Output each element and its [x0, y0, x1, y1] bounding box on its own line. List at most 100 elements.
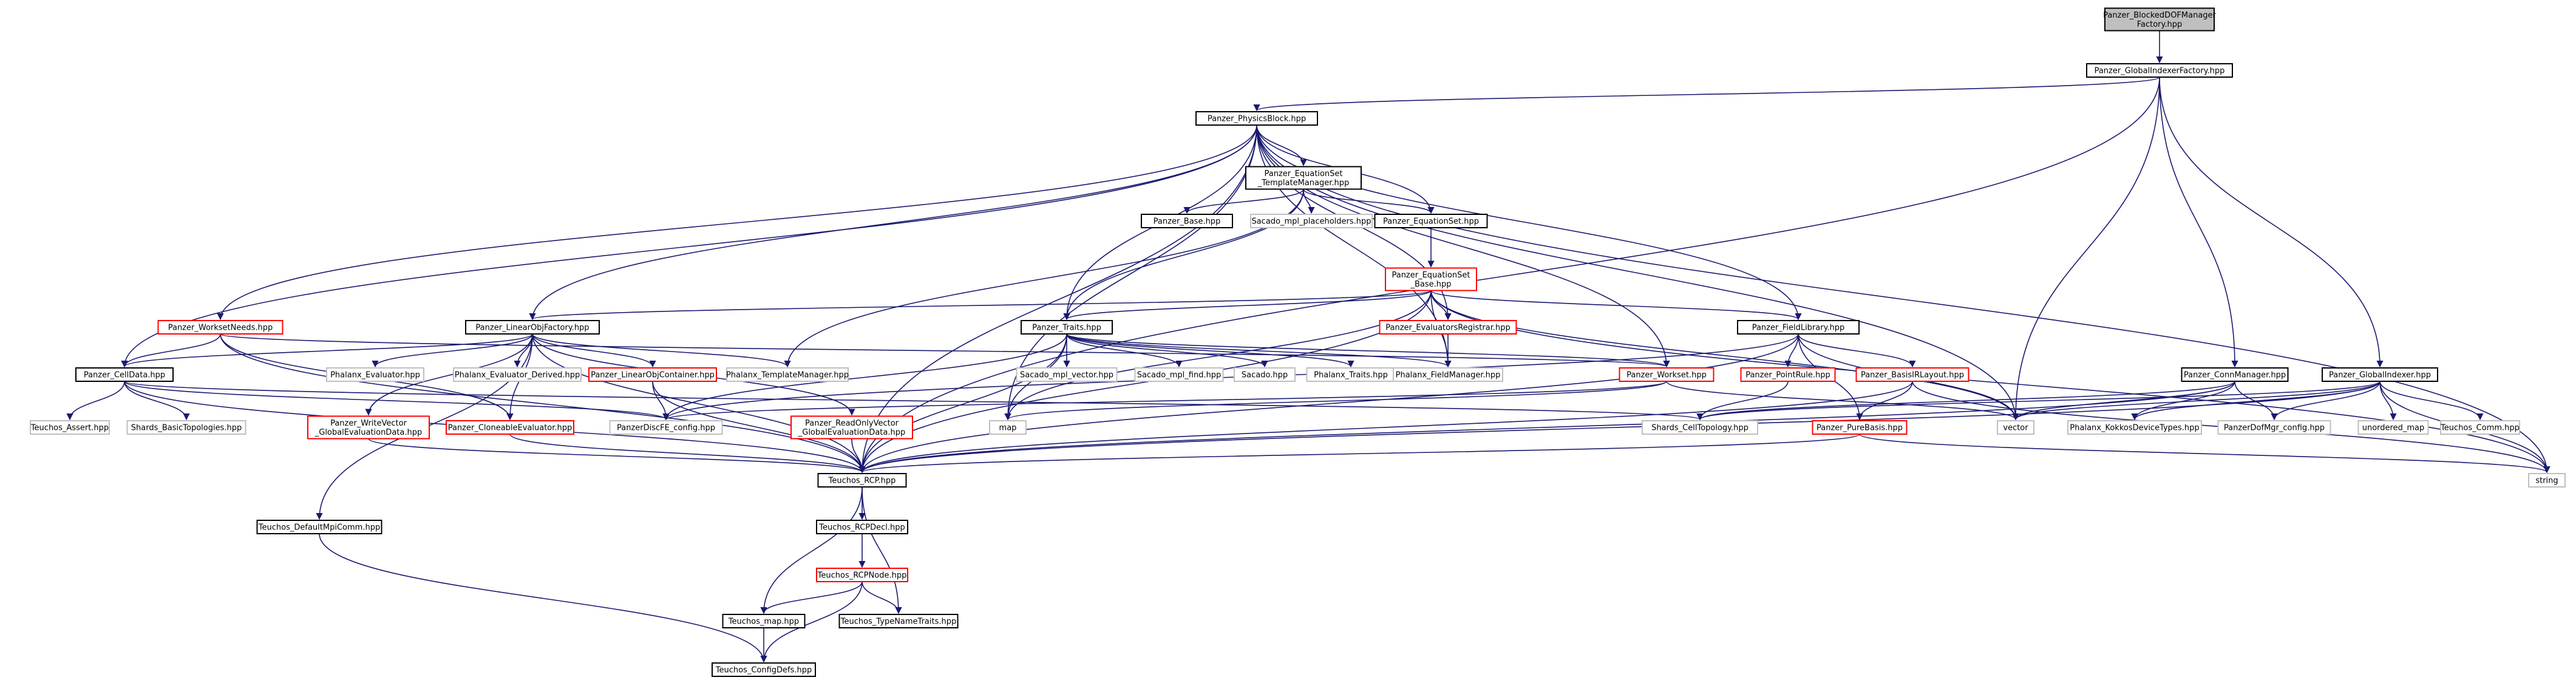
- node-ptr[interactable]: Phalanx_Traits.hpp: [1306, 367, 1396, 382]
- edge-wv-to-rcp: [368, 438, 866, 474]
- edge-fl-to-pdfe: [662, 333, 1799, 421]
- node-sbt[interactable]: Shards_BasicTopologies.hpp: [126, 420, 246, 435]
- node-box: [2440, 420, 2520, 435]
- node-pfm[interactable]: Phalanx_FieldManager.hpp: [1393, 367, 1503, 382]
- edge-cd-to-sct: [124, 381, 1703, 421]
- node-vec[interactable]: vector: [1997, 420, 2034, 435]
- node-esb[interactable]: Panzer_EquationSet_Base.hpp: [1385, 267, 1477, 291]
- node-cm[interactable]: Panzer_ConnManager.hpp: [2181, 367, 2289, 382]
- edge-tr-to-pfm: [1066, 333, 1452, 368]
- edge-tr-to-ptr: [1066, 333, 1354, 368]
- node-gif[interactable]: Panzer_GlobalIndexerFactory.hpp: [2086, 63, 2233, 78]
- node-prule[interactable]: Panzer_PointRule.hpp: [1740, 367, 1836, 382]
- edge-rcp-to-tnt: [861, 486, 902, 614]
- node-map[interactable]: map: [989, 420, 1027, 435]
- node-label: Panzer_LinearObjContainer.hpp: [591, 371, 715, 380]
- edge-cd-to-pdfe: [124, 381, 670, 421]
- node-pdfe[interactable]: PanzerDiscFE_config.hpp: [609, 420, 723, 435]
- node-rcpn[interactable]: Teuchos_RCPNode.hpp: [816, 568, 908, 582]
- edge-wn-to-cd: [121, 333, 221, 368]
- node-wn[interactable]: Panzer_WorksetNeeds.hpp: [157, 320, 284, 335]
- node-biel[interactable]: Panzer_BasisIRLayout.hpp: [1855, 367, 1969, 382]
- node-umap[interactable]: unordered_map: [2357, 420, 2429, 435]
- node-tnt[interactable]: Teuchos_TypeNameTraits.hpp: [838, 614, 959, 628]
- node-box: [2357, 420, 2429, 435]
- node-label: string: [2535, 477, 2558, 486]
- node-ce[interactable]: Panzer_CloneableEvaluator.hpp: [446, 420, 574, 435]
- node-sac[interactable]: Sacado.hpp: [1234, 367, 1296, 382]
- node-label: PanzerDiscFE_config.hpp: [617, 424, 715, 433]
- node-er[interactable]: Panzer_EvaluatorsRegistrar.hpp: [1379, 320, 1517, 335]
- node-smf[interactable]: Sacado_mpl_find.hpp: [1134, 367, 1224, 382]
- node-label: Panzer_GlobalIndexerFactory.hpp: [2095, 67, 2225, 76]
- node-rov[interactable]: Panzer_ReadOnlyVector_GlobalEvaluationDa…: [790, 415, 913, 440]
- node-dmc[interactable]: Teuchos_DefaultMpiComm.hpp: [256, 520, 382, 534]
- node-pbasis[interactable]: Panzer_PureBasis.hpp: [1812, 420, 1908, 435]
- edge-gi-to-pdm: [2271, 381, 2381, 421]
- edge-cd-to-ta: [66, 381, 125, 421]
- node-label: Sacado_mpl_find.hpp: [1137, 371, 1222, 380]
- node-tcomm[interactable]: Teuchos_Comm.hpp: [2440, 420, 2520, 435]
- node-rcp[interactable]: Teuchos_RCP.hpp: [817, 473, 907, 488]
- node-box: [1740, 367, 1836, 382]
- edge-lof-to-wv: [365, 333, 533, 416]
- node-loc[interactable]: Panzer_LinearObjContainer.hpp: [588, 367, 717, 382]
- node-fl[interactable]: Panzer_FieldLibrary.hpp: [1737, 320, 1860, 335]
- node-box: [126, 420, 246, 435]
- node-pbase[interactable]: Panzer_Base.hpp: [1141, 214, 1233, 228]
- node-label: Panzer_CloneableEvaluator.hpp: [448, 424, 573, 433]
- node-box: [256, 520, 382, 534]
- edge-prule-to-sct: [1696, 381, 1789, 421]
- node-label: Phalanx_FieldManager.hpp: [1396, 371, 1501, 380]
- edge-esb-to-tr: [1063, 290, 1432, 321]
- node-smph[interactable]: Sacado_mpl_placeholders.hpp: [1250, 214, 1373, 228]
- edge-esb-to-vec: [1430, 290, 2019, 421]
- node-sct[interactable]: Shards_CellTopology.hpp: [1642, 420, 1758, 435]
- node-wv[interactable]: Panzer_WriteVector_GlobalEvaluationData.…: [307, 415, 430, 440]
- node-pevd[interactable]: Phalanx_Evaluator_Derived.hpp: [453, 367, 582, 382]
- node-pdm[interactable]: PanzerDofMgr_config.hpp: [2217, 420, 2331, 435]
- edge-wn-to-ws: [220, 333, 1670, 368]
- node-box: [2104, 7, 2215, 32]
- node-label: Phalanx_KokkosDeviceTypes.hpp: [2070, 424, 2199, 433]
- node-pb[interactable]: Panzer_PhysicsBlock.hpp: [1195, 111, 1318, 126]
- node-pkdt[interactable]: Phalanx_KokkosDeviceTypes.hpp: [2067, 420, 2202, 435]
- node-label: Panzer_FieldLibrary.hpp: [1752, 324, 1845, 333]
- node-label: Teuchos_Comm.hpp: [2440, 424, 2520, 433]
- node-ws[interactable]: Panzer_Workset.hpp: [1619, 367, 1715, 382]
- edge-tr-to-smf: [1066, 333, 1183, 368]
- node-label: Teuchos_DefaultMpiComm.hpp: [258, 523, 380, 532]
- node-lof[interactable]: Panzer_LinearObjFactory.hpp: [465, 320, 600, 335]
- node-box: [2181, 367, 2289, 382]
- node-str[interactable]: string: [2528, 473, 2566, 488]
- node-box: [1642, 420, 1758, 435]
- node-label: Panzer_EquationSet_TemplateManager.hpp: [1257, 169, 1349, 188]
- node-smv[interactable]: Sacado_mpl_vector.hpp: [1016, 367, 1118, 382]
- node-label: Phalanx_Traits.hpp: [1314, 371, 1388, 380]
- node-label: Shards_CellTopology.hpp: [1651, 424, 1748, 433]
- node-label: Panzer_Workset.hpp: [1626, 371, 1707, 380]
- node-label: Teuchos_Assert.hpp: [30, 424, 109, 433]
- node-tr[interactable]: Panzer_Traits.hpp: [1021, 320, 1113, 335]
- node-label: PanzerDofMgr_config.hpp: [2224, 424, 2325, 433]
- edge-rcpn-to-tmap: [760, 581, 863, 614]
- node-eqs[interactable]: Panzer_EquationSet.hpp: [1374, 214, 1488, 228]
- node-ptm[interactable]: Phalanx_TemplateManager.hpp: [726, 367, 849, 382]
- edge-gi-to-tcomm: [2379, 381, 2484, 421]
- edge-pb-to-rcp: [858, 124, 1257, 474]
- edge-pbasis-to-rcp: [858, 433, 1860, 474]
- node-ta[interactable]: Teuchos_Assert.hpp: [30, 420, 110, 435]
- node-tcd[interactable]: Teuchos_ConfigDefs.hpp: [712, 662, 816, 677]
- node-rcpd[interactable]: Teuchos_RCPDecl.hpp: [816, 520, 908, 534]
- node-box: [1134, 367, 1224, 382]
- node-box: [30, 420, 110, 435]
- node-box: [1855, 367, 1969, 382]
- node-cd[interactable]: Panzer_CellData.hpp: [75, 367, 174, 382]
- node-estm[interactable]: Panzer_EquationSet_TemplateManager.hpp: [1245, 166, 1362, 190]
- edge-lof-to-loc: [532, 333, 656, 368]
- node-tmap[interactable]: Teuchos_map.hpp: [722, 614, 806, 628]
- node-pev[interactable]: Phalanx_Evaluator.hpp: [326, 367, 424, 382]
- node-box: [465, 320, 600, 335]
- node-gi[interactable]: Panzer_GlobalIndexer.hpp: [2322, 367, 2438, 382]
